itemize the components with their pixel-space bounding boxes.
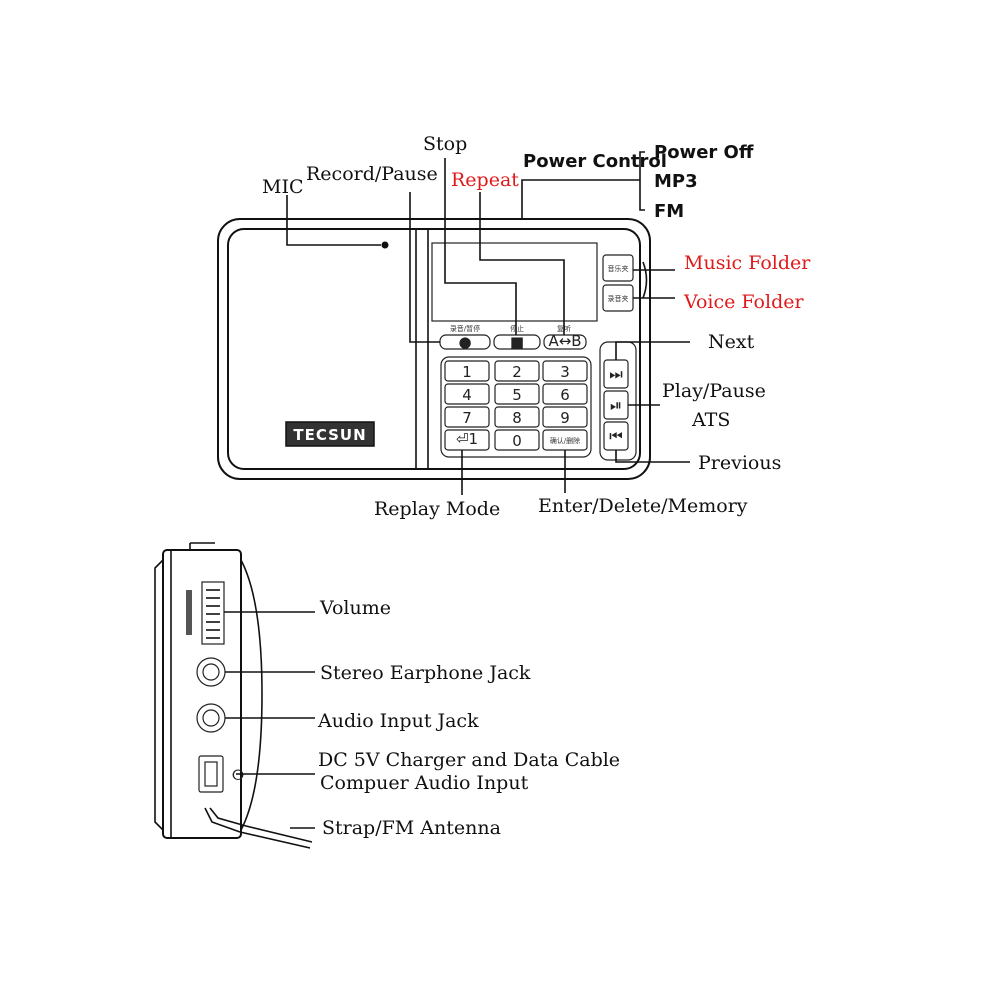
side-labels: Volume Stereo Earphone Jack Audio Input …: [317, 597, 620, 839]
brand-badge: [285, 421, 375, 447]
usb-icon: ⭘: [232, 766, 244, 784]
front-view: TECSUN 录音/暂停 停止 复听 ● ■ A↔B 1 2 3 4 5: [217, 210, 651, 480]
stop-label: Stop: [423, 133, 467, 155]
key-2[interactable]: 2: [494, 360, 540, 382]
previous-icon: ⏮: [609, 427, 623, 445]
stereo-jack-label: Stereo Earphone Jack: [320, 662, 531, 684]
volume-label: Volume: [319, 597, 391, 619]
music-folder-caption: 音乐夹: [608, 264, 629, 273]
ats-label: ATS: [691, 409, 730, 431]
key-3[interactable]: 3: [542, 360, 588, 382]
computer-audio-label: Compuer Audio Input: [320, 772, 529, 794]
music-folder-label: Music Folder: [684, 252, 811, 274]
front-leaders: [286, 151, 690, 495]
enter-delete-key[interactable]: 确认/删除: [542, 429, 588, 451]
play-pause-button[interactable]: ⏯: [603, 390, 629, 420]
dc-charger-label: DC 5V Charger and Data Cable: [318, 749, 620, 771]
key-7[interactable]: 7: [444, 406, 490, 428]
key-4[interactable]: 4: [444, 383, 490, 405]
voice-folder-label: Voice Folder: [683, 291, 804, 313]
power-off-label: Power Off: [654, 142, 754, 163]
key-0-label: 0: [512, 432, 522, 450]
key-7-label: 7: [462, 409, 472, 427]
power-control-label: Power Control: [523, 151, 667, 172]
key-9-label: 9: [560, 409, 570, 427]
next-label: Next: [708, 331, 755, 353]
stop-caption: 停止: [510, 324, 524, 333]
record-icon: ●: [458, 333, 471, 351]
strap-antenna: [204, 807, 313, 849]
previous-button[interactable]: ⏮: [603, 421, 629, 451]
stop-button[interactable]: ■: [493, 333, 541, 351]
next-button[interactable]: ⏭: [603, 359, 629, 389]
repeat-button[interactable]: A↔B: [543, 332, 587, 350]
record-pause-label: Record/Pause: [306, 163, 438, 185]
side-leaders: [224, 611, 315, 829]
fm-label: FM: [654, 201, 684, 222]
mic-hole: [381, 241, 389, 249]
key-0[interactable]: 0: [494, 429, 540, 451]
mic-label: MIC: [262, 176, 304, 198]
keypad: 1 2 3 4 5 6 7 8 9 ⏎1 0 确认/删除: [440, 356, 592, 458]
usb-port[interactable]: [198, 755, 224, 793]
record-caption: 录音/暂停: [450, 324, 480, 333]
brand-logo: TECSUN: [293, 426, 366, 444]
key-9[interactable]: 9: [542, 406, 588, 428]
key-1[interactable]: 1: [444, 360, 490, 382]
music-folder-button[interactable]: 音乐夹: [602, 254, 634, 282]
repeat-ab-icon: A↔B: [548, 332, 581, 350]
previous-label: Previous: [698, 452, 781, 474]
play-pause-icon: ⏯: [610, 396, 622, 414]
key-1-label: 1: [462, 363, 472, 381]
voice-folder-button[interactable]: 录音夹: [602, 284, 634, 312]
volume-scale-icon: [186, 590, 192, 635]
stop-icon: ■: [510, 333, 524, 351]
earphone-jack[interactable]: [196, 657, 226, 687]
key-4-label: 4: [462, 386, 472, 404]
play-pause-label: Play/Pause: [662, 380, 766, 402]
key-3-label: 3: [560, 363, 570, 381]
replay-mode-icon: ⏎1: [456, 430, 478, 448]
record-pause-button[interactable]: ●: [439, 333, 491, 351]
audio-input-label: Audio Input Jack: [317, 710, 479, 732]
mp3-label: MP3: [654, 171, 698, 192]
repeat-label: Repeat: [451, 169, 519, 191]
key-5[interactable]: 5: [494, 383, 540, 405]
voice-folder-caption: 录音夹: [608, 294, 629, 303]
key-8-label: 8: [512, 409, 522, 427]
enter-delete-memory-label: Enter/Delete/Memory: [538, 495, 748, 517]
strap-label: Strap/FM Antenna: [322, 817, 501, 839]
key-6[interactable]: 6: [542, 383, 588, 405]
volume-wheel[interactable]: [201, 581, 225, 645]
replay-mode-key[interactable]: ⏎1: [444, 429, 490, 451]
side-view: ⭘: [154, 542, 313, 849]
key-6-label: 6: [560, 386, 570, 404]
audio-input-jack[interactable]: [196, 703, 226, 733]
front-labels: MIC Record/Pause Stop Repeat Power Contr…: [262, 133, 811, 520]
key-8[interactable]: 8: [494, 406, 540, 428]
next-icon: ⏭: [609, 365, 623, 383]
enter-delete-label: 确认/删除: [550, 436, 580, 445]
key-2-label: 2: [512, 363, 522, 381]
replay-mode-label: Replay Mode: [374, 498, 500, 520]
key-5-label: 5: [512, 386, 522, 404]
